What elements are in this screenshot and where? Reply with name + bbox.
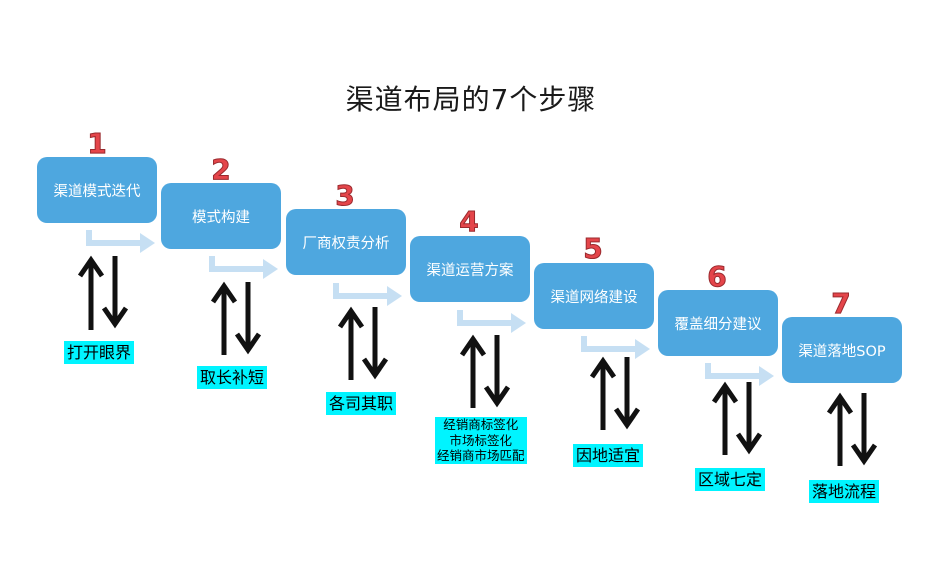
step-box-7: 渠道落地SOP bbox=[782, 317, 902, 383]
step-label-3: 各司其职 bbox=[326, 392, 397, 415]
step-label-4: 经销商标签化 市场标签化 经销商市场匹配 bbox=[435, 417, 527, 464]
step-number-3: 3 bbox=[335, 179, 355, 213]
updown-arrow-icon-6 bbox=[711, 381, 763, 455]
connector-arrow-3 bbox=[333, 283, 402, 306]
step-label-5: 因地适宜 bbox=[573, 444, 644, 467]
updown-arrow-icon-4 bbox=[459, 334, 511, 408]
step-box-2: 模式构建 bbox=[161, 183, 281, 249]
step-label-6: 区域七定 bbox=[695, 468, 766, 491]
step-label-2: 取长补短 bbox=[197, 366, 268, 389]
step-number-4: 4 bbox=[459, 205, 479, 239]
connector-arrow-1 bbox=[86, 230, 155, 253]
step-label-4-line-1: 经销商标签化 bbox=[443, 417, 519, 432]
updown-arrow-icon-2 bbox=[210, 281, 262, 355]
connector-arrow-4 bbox=[457, 310, 526, 333]
step-number-1: 1 bbox=[87, 127, 107, 161]
connector-arrow-5 bbox=[581, 336, 650, 359]
step-number-7: 7 bbox=[831, 287, 851, 321]
updown-arrow-icon-5 bbox=[589, 356, 641, 430]
step-label-1: 打开眼界 bbox=[64, 341, 135, 364]
step-label-7: 落地流程 bbox=[809, 480, 880, 503]
updown-arrow-icon-1 bbox=[77, 255, 129, 330]
step-box-5: 渠道网络建设 bbox=[534, 263, 654, 329]
step-number-6: 6 bbox=[707, 260, 727, 294]
step-box-6: 覆盖细分建议 bbox=[658, 290, 778, 356]
step-box-1: 渠道模式迭代 bbox=[37, 157, 157, 223]
step-box-4: 渠道运营方案 bbox=[410, 236, 530, 302]
step-label-4-line-3: 经销商市场匹配 bbox=[437, 448, 525, 463]
step-label-4-line-2: 市场标签化 bbox=[449, 432, 513, 448]
connector-arrow-6 bbox=[705, 363, 774, 386]
connector-arrow-2 bbox=[209, 256, 278, 279]
updown-arrow-icon-3 bbox=[337, 306, 389, 380]
diagram-title: 渠道布局的7个步骤 bbox=[345, 83, 597, 116]
step-number-2: 2 bbox=[211, 153, 231, 187]
step-number-5: 5 bbox=[583, 232, 603, 266]
updown-arrow-icon-7 bbox=[826, 392, 878, 466]
step-box-3: 厂商权责分析 bbox=[286, 209, 406, 275]
